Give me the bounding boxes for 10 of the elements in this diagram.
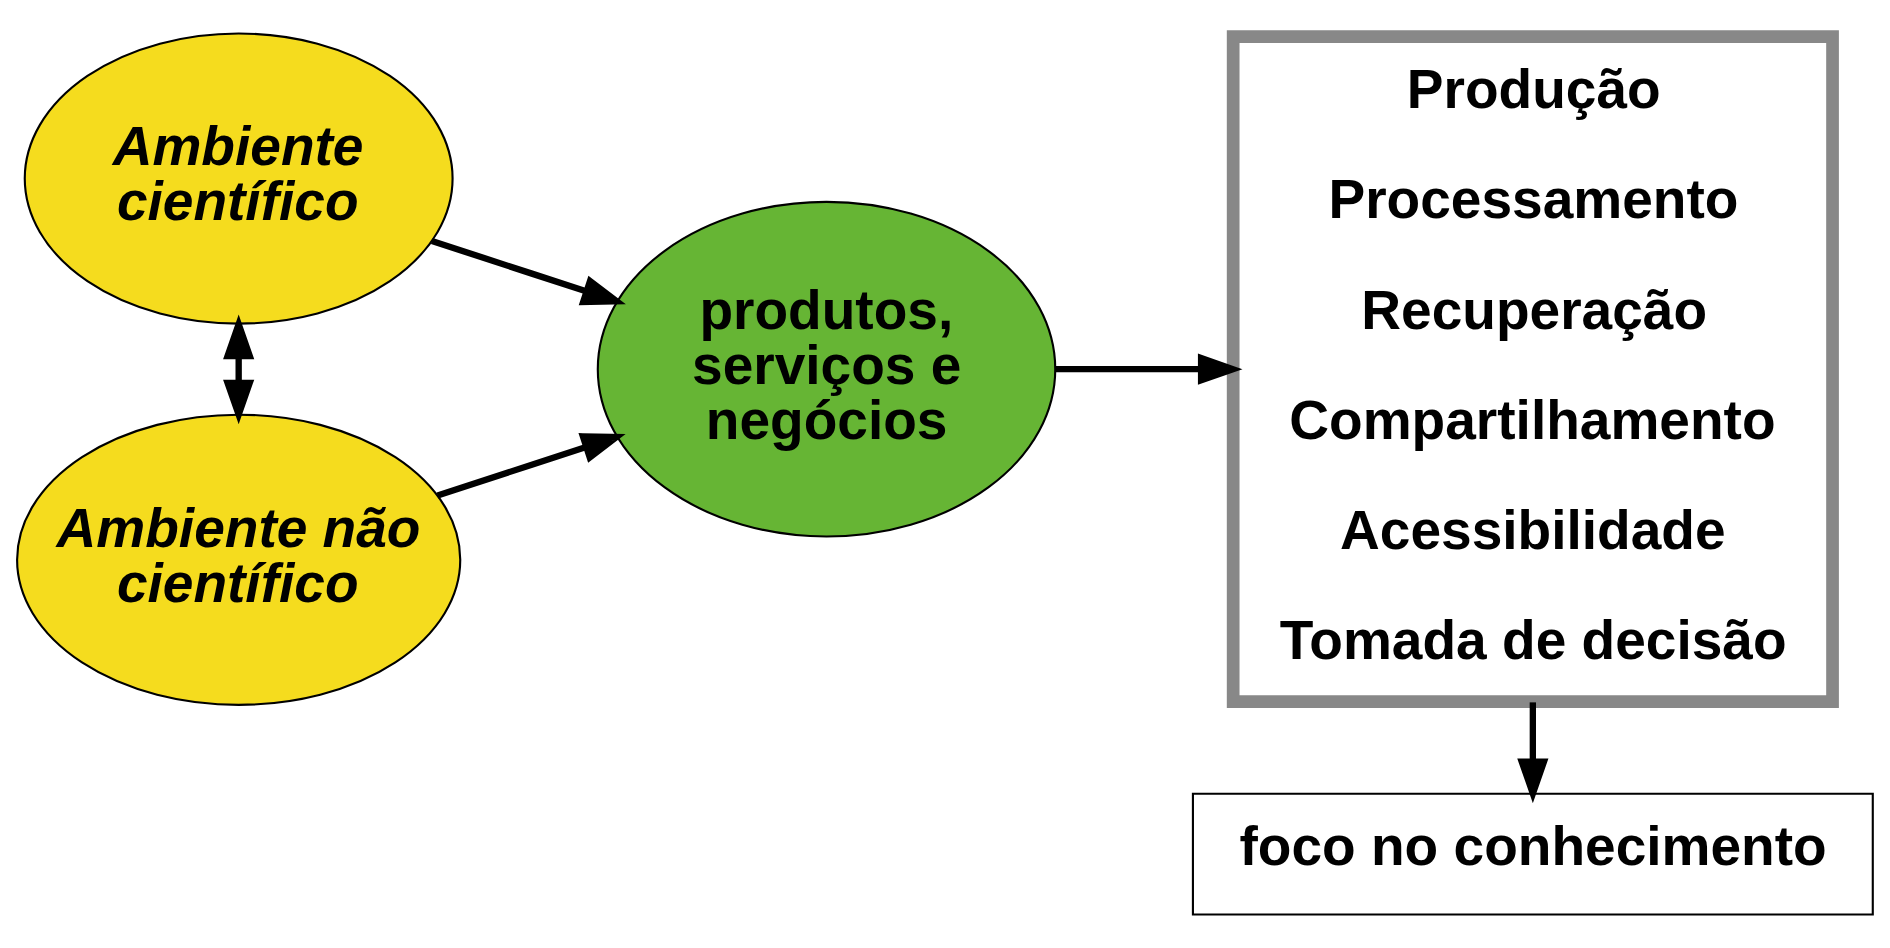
node-ellipse: produtos, serviços e negócios <box>596 200 1057 538</box>
node-box: Produção Processamento Recuperação Compartilhamento Acessibilidade Tomada de decisão <box>1226 30 1839 709</box>
arrow <box>1517 702 1549 804</box>
arrow <box>1055 353 1243 385</box>
arrow <box>430 237 626 306</box>
arrow <box>436 433 626 499</box>
arrow <box>223 314 255 425</box>
node-ellipse: Ambiente científico <box>23 32 454 325</box>
node-box: foco no conhecimento <box>1191 792 1874 916</box>
node-ellipse: Ambiente não científico <box>16 413 462 706</box>
